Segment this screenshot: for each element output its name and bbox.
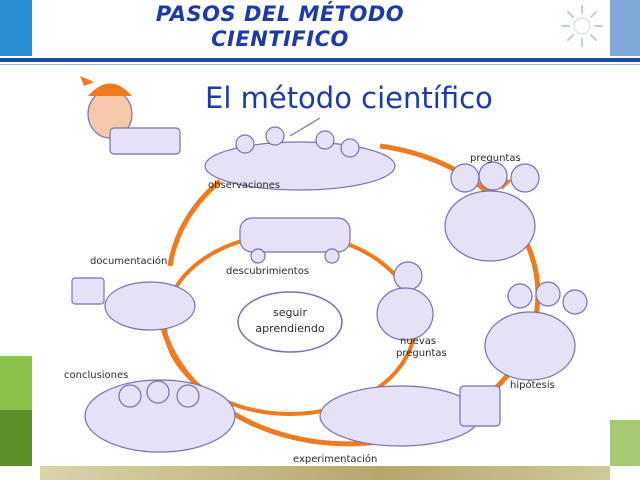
slide-title-line-2: CIENTIFICO [211,27,349,51]
label-hipotesis: hipótesis [510,379,555,391]
center-bubble: seguir aprendiendo [237,291,343,353]
sun-icon [561,5,603,47]
new-questions-illustration [376,261,434,341]
documentation-illustration [71,277,196,331]
right-accent-bar-green [610,420,640,466]
diagram-heading: El método científico [205,81,493,115]
left-accent-bar-dark [0,410,32,466]
label-experimentacion: experimentación [293,453,377,465]
slide-header [0,0,640,60]
header-divider [0,58,640,62]
label-conclusiones: conclusiones [64,370,128,381]
header-divider-thin [0,64,640,65]
scientific-method-diagram: El método científico seguir aprendiendo [64,76,588,465]
label-descubrimientos: descubrimientos [226,266,309,277]
label-observaciones: observaciones [208,180,280,191]
observation-illustration [204,117,396,191]
scientist-reading-illustration [80,76,181,155]
discoveries-illustration [239,217,351,264]
footer-band [40,466,610,480]
conclusions-illustration [84,379,236,453]
slide-title: PASOS DEL MÉTODO CIENTIFICO [120,2,440,52]
label-nuevas-preguntas-line-1: nuevas [400,336,436,347]
label-nuevas-preguntas-line-2: preguntas [396,348,447,359]
center-label-line-2: aprendiendo [255,322,325,335]
slide-title-line-1: PASOS DEL MÉTODO [155,2,405,26]
label-preguntas: preguntas [470,153,521,164]
questions-illustration [444,161,540,262]
center-label-line-1: seguir [273,306,308,319]
left-accent-bar [0,0,32,56]
right-accent-bar [610,0,640,56]
label-documentacion: documentación [90,255,167,267]
experimentation-illustration [319,385,501,447]
hypothesis-illustration [484,281,588,381]
